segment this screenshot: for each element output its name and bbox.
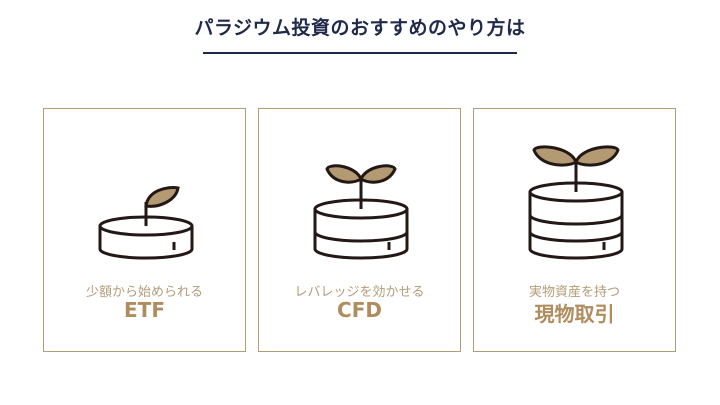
card-label: ETF — [124, 298, 165, 322]
card-subtitle: 少額から始められる — [85, 285, 203, 300]
card-label: CFD — [337, 298, 382, 322]
coin-sprout-icon — [98, 186, 194, 260]
page-title: パラジウム投資のおすすめのやり方は — [194, 17, 526, 39]
coin-sprout-icon — [313, 164, 409, 260]
card-cfd[interactable]: レバレッジを効かせる CFD — [258, 108, 461, 352]
card-etf[interactable]: 少額から始められる ETF — [43, 108, 246, 352]
coin-sprout-icon — [528, 145, 624, 260]
card-label: 現物取引 — [534, 302, 615, 326]
card-subtitle: 実物資産を持つ — [528, 285, 620, 300]
card-physical[interactable]: 実物資産を持つ 現物取引 — [473, 108, 676, 352]
card-subtitle: レバレッジを効かせる — [294, 285, 425, 300]
title-underline — [203, 52, 517, 54]
